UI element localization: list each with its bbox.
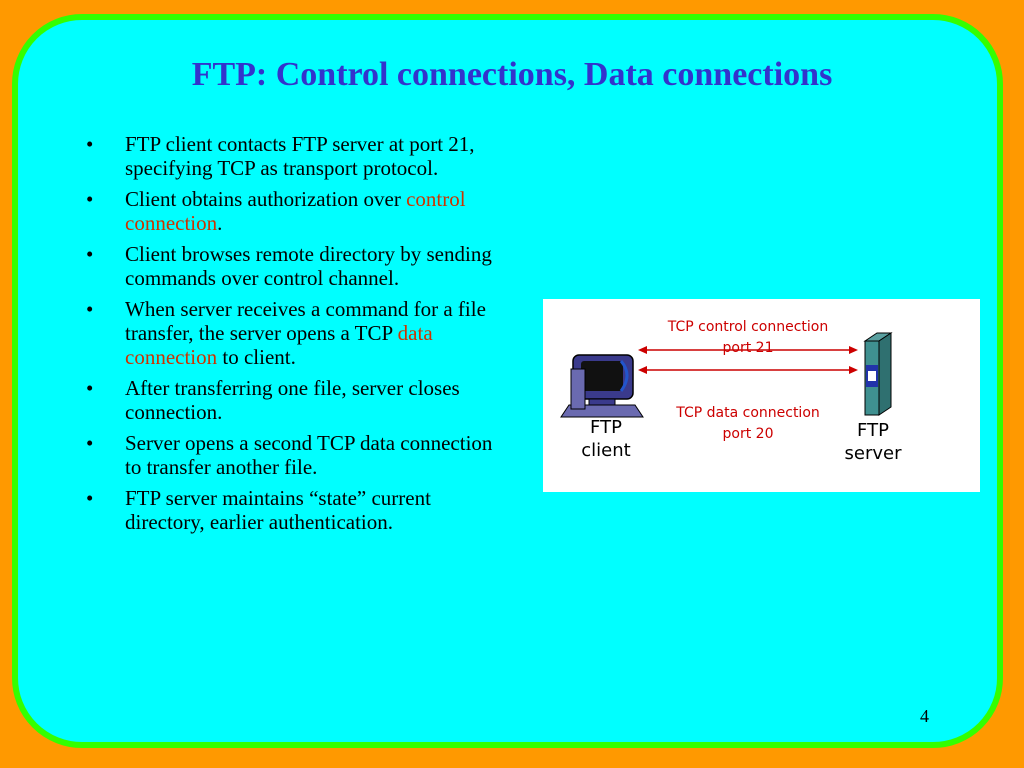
data-connection-arrow	[638, 366, 858, 374]
data-connection-label: TCP data connection port 20	[653, 403, 843, 445]
highlighted-term: control connection	[125, 187, 466, 235]
bullet-item: Server opens a second TCP data connectio…	[86, 431, 496, 479]
bullet-item: Client obtains authorization over contro…	[86, 187, 496, 235]
bullet-text: When server receives a command for a fil…	[125, 297, 486, 345]
server-label-line: server	[844, 443, 902, 464]
bullet-text: Client obtains authorization over	[125, 187, 407, 211]
client-label: FTP client	[571, 416, 641, 462]
data-connection-text: TCP data connection	[676, 405, 820, 421]
bullet-text: Client browses remote directory by sendi…	[125, 242, 492, 290]
control-connection-label: TCP control connection port 21	[653, 317, 843, 359]
bullet-text: FTP server maintains “state” current dir…	[125, 486, 431, 534]
bullet-text: FTP client contacts FTP server at port 2…	[125, 132, 475, 180]
control-port-text: port 21	[722, 340, 774, 356]
computer-icon	[560, 354, 644, 418]
highlighted-term: data connection	[125, 321, 433, 369]
client-label-line: FTP	[590, 417, 622, 438]
page-number: 4	[920, 706, 929, 726]
bullet-text: After transferring one file, server clos…	[125, 376, 460, 424]
server-label-line: FTP	[857, 420, 889, 441]
diagram-graphics	[560, 332, 893, 418]
server-icon	[863, 332, 893, 416]
bullet-item: After transferring one file, server clos…	[86, 376, 496, 424]
bullet-item: FTP client contacts FTP server at port 2…	[86, 132, 496, 180]
control-connection-text: TCP control connection	[667, 319, 829, 335]
bullet-item: FTP server maintains “state” current dir…	[86, 486, 496, 534]
server-label: FTP server	[833, 419, 913, 465]
slide-title: FTP: Control connections, Data connectio…	[191, 56, 833, 93]
ftp-connection-diagram: TCP control connection port 21 TCP data …	[543, 299, 980, 492]
bullet-text: to client.	[217, 345, 296, 369]
bullet-text: Server opens a second TCP data connectio…	[125, 431, 493, 479]
control-connection-arrow	[638, 346, 858, 354]
bullet-list: FTP client contacts FTP server at port 2…	[86, 132, 496, 541]
bullet-item: Client browses remote directory by sendi…	[86, 242, 496, 290]
bullet-text: .	[217, 211, 223, 235]
data-port-text: port 20	[722, 426, 774, 442]
client-label-line: client	[581, 440, 631, 461]
bullet-item: When server receives a command for a fil…	[86, 297, 496, 369]
